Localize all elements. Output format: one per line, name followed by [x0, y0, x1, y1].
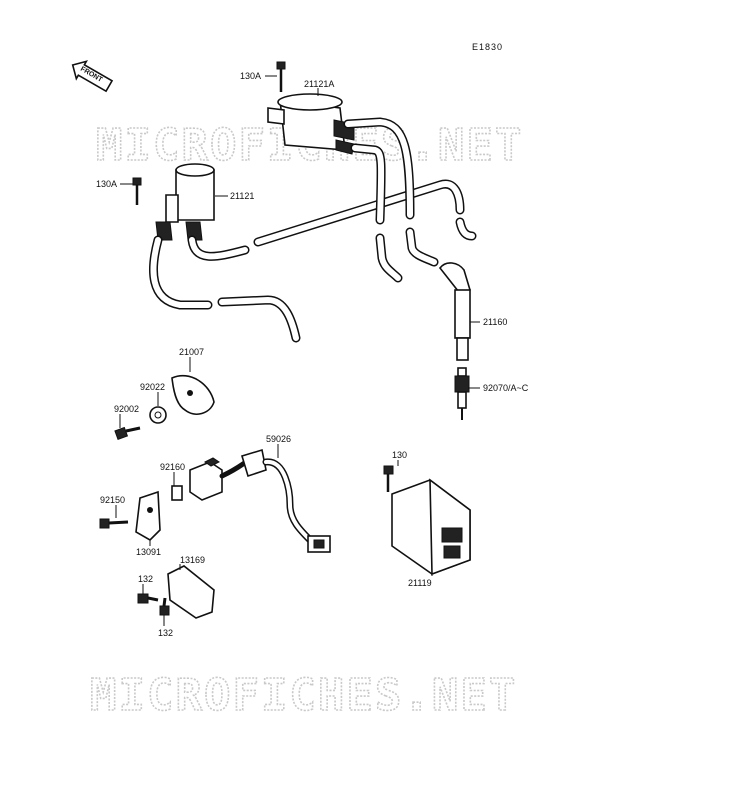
- callout-13169: 13169: [180, 555, 205, 565]
- bolt-130A-top: [276, 61, 286, 92]
- bracket-13169: [167, 565, 215, 619]
- bolt-130A-left: [132, 177, 142, 205]
- callout-13091: 13091: [136, 547, 161, 557]
- pickup-coil-21007: [171, 375, 215, 415]
- callout-92022: 92022: [140, 382, 165, 392]
- callout-130A-left: 130A: [96, 179, 117, 189]
- callout-132-bottom: 132: [158, 628, 173, 638]
- callout-21121: 21121: [230, 191, 254, 201]
- spark-plug-cap-21160: [438, 262, 471, 361]
- callout-130A-top: 130A: [240, 71, 261, 81]
- bracket-13091: [135, 490, 161, 541]
- callout-21119: 21119: [408, 578, 432, 588]
- bolt-132-upper: [137, 593, 159, 604]
- bolt-92150: [99, 518, 129, 529]
- callout-130: 130: [392, 450, 407, 460]
- bolt-130: [383, 465, 394, 492]
- leader-lines: [115, 75, 480, 626]
- harness-59026: [219, 448, 331, 553]
- diagram-code: E1830: [472, 42, 503, 52]
- callout-92150: 92150: [100, 495, 125, 505]
- module-92160: [189, 457, 223, 501]
- callout-21121A: 21121A: [304, 79, 334, 89]
- callout-21160: 21160: [483, 317, 507, 327]
- high-tension-wires: [149, 117, 477, 343]
- callout-21007: 21007: [179, 347, 204, 357]
- bolt-132-lower: [159, 597, 170, 616]
- callout-92002: 92002: [114, 404, 139, 414]
- callout-59026: 59026: [266, 434, 291, 444]
- callout-92070: 92070/A~C: [483, 383, 529, 393]
- watermark-bottom: MICROFICHES.NET: [90, 670, 517, 721]
- spark-plug-92070: [454, 367, 470, 420]
- callout-132-top: 132: [138, 574, 153, 584]
- callout-92160: 92160: [160, 462, 185, 472]
- washer-92022: [149, 406, 167, 424]
- bracket-92160-plate: [171, 485, 183, 501]
- igniter-21119: [391, 478, 471, 576]
- ignition-coil-21121: [155, 163, 215, 241]
- ignition-coil-21121A: [267, 93, 355, 155]
- front-arrow-icon: [71, 60, 114, 93]
- screw-92002: [114, 426, 141, 441]
